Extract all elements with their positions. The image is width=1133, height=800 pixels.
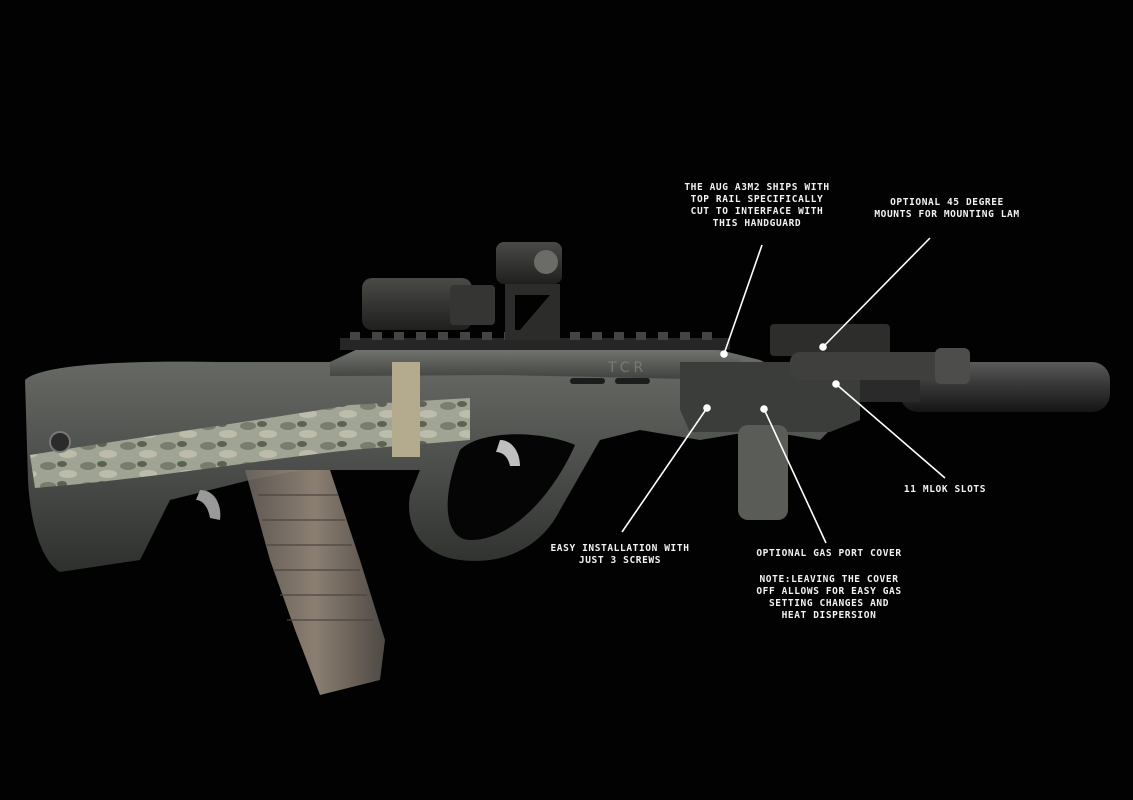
- magazine-ribs: [258, 494, 374, 621]
- sling: [30, 398, 470, 488]
- light-head: [935, 348, 970, 384]
- callout-45-degree-mounts: OPTIONAL 45 DEGREE MOUNTS FOR MOUNTING L…: [874, 197, 1020, 220]
- leader-dot: [832, 380, 840, 388]
- weapon-light: [790, 352, 965, 380]
- red-dot-turret: [534, 250, 558, 274]
- sling-swivel: [49, 431, 71, 453]
- callout-mlok-slots: 11 MLOK SLOTS: [903, 484, 987, 495]
- red-dot-mount: [505, 284, 560, 340]
- leader-mlok: [835, 383, 946, 479]
- leader-lines: [621, 237, 946, 544]
- leader-dot: [703, 404, 711, 412]
- vertical-grip: [738, 425, 788, 520]
- sling-strap: [392, 362, 420, 457]
- leader-top-rail: [723, 244, 763, 355]
- callout-easy-installation: EASY INSTALLATION WITH JUST 3 SCREWS: [550, 543, 690, 566]
- trigger: [496, 440, 520, 466]
- leader-easy-install: [621, 407, 708, 533]
- leader-dot: [720, 350, 728, 358]
- top-rail: [340, 338, 730, 350]
- mlok-slot: [615, 378, 650, 384]
- leader-mounts: [822, 237, 931, 348]
- rear-trigger: [196, 490, 221, 520]
- callout-note: NOTE:LEAVING THE COVER OFF ALLOWS FOR EA…: [756, 574, 902, 621]
- leader-dot: [819, 343, 827, 351]
- rail-marking: TCR: [607, 360, 647, 376]
- magnifier: [362, 278, 472, 330]
- leader-dot: [760, 405, 768, 413]
- magnifier-mount: [450, 285, 495, 325]
- stock-body: [25, 345, 840, 572]
- callout-gas-port-cover: OPTIONAL GAS PORT COVER: [756, 548, 902, 559]
- magazine: [245, 470, 385, 695]
- leader-gas-port: [763, 408, 827, 544]
- grip-opening: [447, 434, 575, 540]
- callout-top-rail: THE AUG A3M2 SHIPS WITH TOP RAIL SPECIFI…: [684, 182, 830, 229]
- receiver-top: [330, 345, 740, 380]
- mlok-slot: [570, 378, 605, 384]
